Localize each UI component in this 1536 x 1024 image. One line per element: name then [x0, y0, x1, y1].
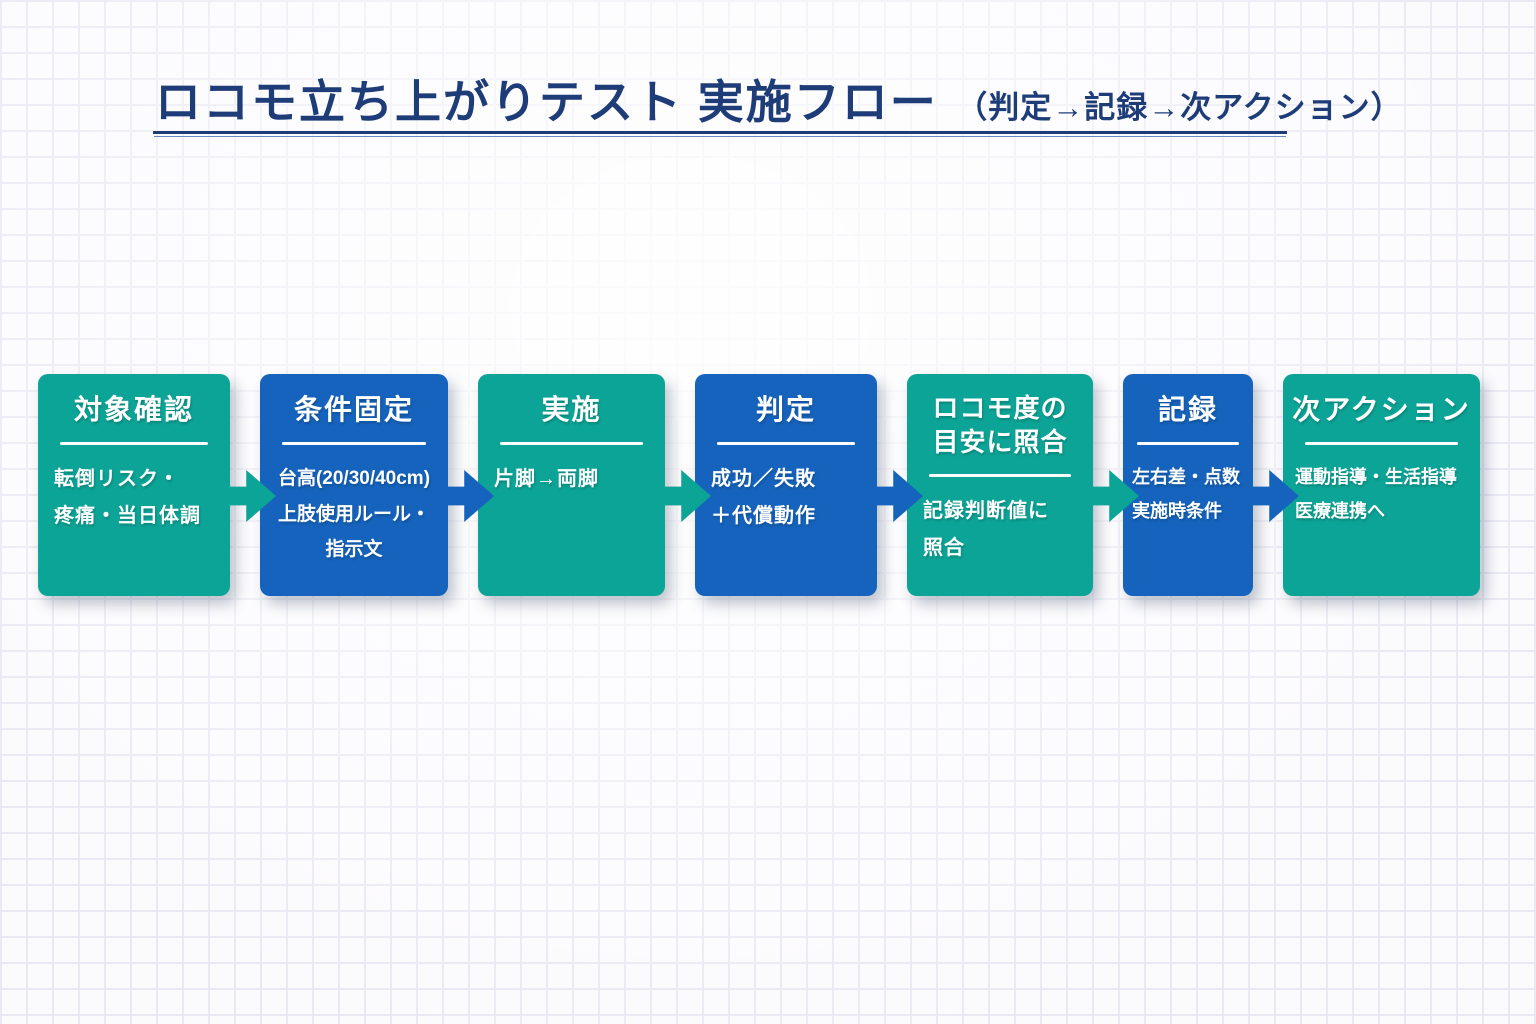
step-heading-line: 記録 — [1157, 394, 1218, 425]
step-body-line: 左右差・点数 — [1132, 467, 1240, 488]
arrow-gap — [1077, 374, 1139, 596]
step-body: 成功／失敗 ＋代償動作 — [695, 461, 877, 535]
heading-divider — [60, 442, 208, 446]
step-heading: 判定 — [695, 392, 877, 428]
title-underline — [153, 131, 1287, 134]
heading-divider — [1137, 442, 1239, 446]
step-heading: 次アクション — [1283, 392, 1480, 428]
step-heading-line: 目安に照合 — [932, 426, 1068, 457]
arrow-gap — [1237, 374, 1299, 596]
step-body: 片脚→両脚 — [478, 461, 665, 498]
heading-divider — [717, 442, 855, 446]
step-heading: 条件固定 — [260, 392, 448, 428]
page-title-sub: （判定→記録→次アクション） — [956, 90, 1403, 125]
step-box-execute: 実施 片脚→両脚 — [478, 374, 665, 596]
step-body-line: 記録判断値に — [923, 499, 1049, 522]
step-body-line: 指示文 — [325, 538, 383, 560]
step-body-line: ＋代償動作 — [711, 505, 816, 528]
heading-divider — [929, 473, 1071, 477]
arrow-gap — [432, 374, 494, 596]
step-body: 左右差・点数 実施時条件 — [1123, 461, 1253, 528]
step-body-line: 転倒リスク・ — [54, 468, 180, 491]
step-body-line: 運動指導・生活指導 — [1295, 467, 1457, 488]
step-box-fix-conditions: 条件固定 台高(20/30/40cm) 上肢使用ルール・ 指示文 — [260, 374, 448, 596]
step-body: 記録判断値に 照合 — [907, 493, 1093, 567]
heading-divider — [1305, 442, 1458, 446]
step-box-next-action: 次アクション 運動指導・生活指導 医療連携へ — [1283, 374, 1480, 596]
step-body-line: 疼痛・当日体調 — [54, 505, 201, 528]
step-box-target-check: 対象確認 転倒リスク・ 疼痛・当日体調 — [38, 374, 230, 596]
step-heading-line: ロコモ度の — [932, 393, 1068, 423]
step-heading: 記録 — [1123, 392, 1253, 428]
step-body-line: 片脚→両脚 — [494, 468, 599, 491]
step-heading-line: 判定 — [755, 394, 816, 425]
step-heading: 実施 — [478, 392, 665, 428]
step-body: 台高(20/30/40cm) 上肢使用ルール・ 指示文 — [260, 461, 448, 566]
step-body-line: 成功／失敗 — [711, 468, 816, 491]
step-heading-line: 条件固定 — [293, 394, 414, 425]
arrow-gap — [861, 374, 923, 596]
heading-divider — [500, 442, 643, 446]
step-box-judgement: 判定 成功／失敗 ＋代償動作 — [695, 374, 877, 596]
step-body-line: 台高(20/30/40cm) — [277, 468, 431, 490]
step-heading-line: 次アクション — [1292, 394, 1471, 425]
step-heading-line: 対象確認 — [73, 394, 194, 425]
arrow-gap — [649, 374, 711, 596]
step-box-compare-locomo-level: ロコモ度の 目安に照合 記録判断値に 照合 — [907, 374, 1093, 596]
page-title-main: ロコモ立ち上がりテスト 実施フロー — [155, 76, 938, 128]
step-heading: ロコモ度の 目安に照合 — [907, 392, 1093, 460]
step-body-line: 上肢使用ルール・ — [277, 503, 430, 525]
flow-row: 対象確認 転倒リスク・ 疼痛・当日体調 条件固定 台高(20/30/40cm) … — [38, 374, 1480, 596]
step-body-line: 実施時条件 — [1132, 500, 1222, 521]
step-body-line: 照合 — [923, 536, 965, 559]
step-heading-line: 実施 — [541, 394, 602, 425]
step-body-line: 医療連携へ — [1295, 500, 1385, 521]
heading-divider — [282, 442, 426, 446]
step-box-record: 記録 左右差・点数 実施時条件 — [1123, 374, 1253, 596]
page-title: ロコモ立ち上がりテスト 実施フロー （判定→記録→次アクション） — [155, 66, 1403, 132]
step-body: 転倒リスク・ 疼痛・当日体調 — [38, 461, 230, 535]
step-body: 運動指導・生活指導 医療連携へ — [1283, 461, 1480, 528]
step-heading: 対象確認 — [38, 392, 230, 428]
arrow-gap — [214, 374, 276, 596]
